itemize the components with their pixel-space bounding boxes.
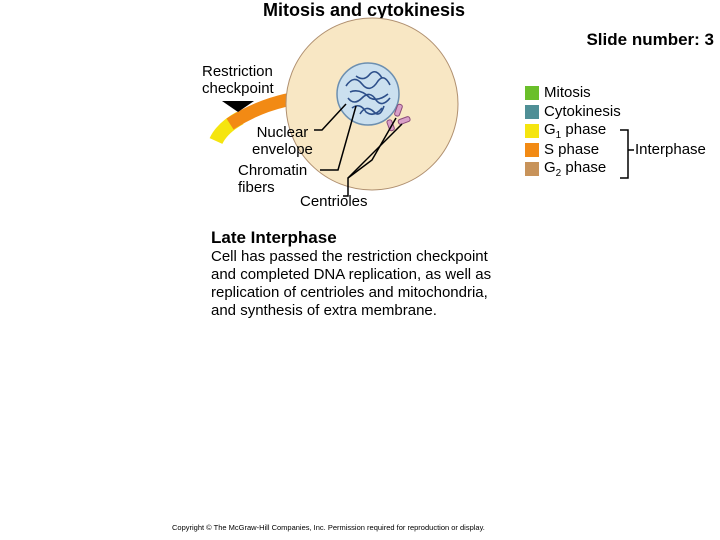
page-title: Mitosis and cytokinesis — [262, 0, 466, 20]
centriole-leader-line-2 — [347, 123, 403, 179]
caption-title: Late Interphase — [211, 228, 337, 247]
caption-body: Cell has passed the restriction checkpoi… — [211, 248, 492, 319]
slide-number: Slide number: 3 — [586, 30, 714, 49]
checkpoint-marker-icon — [222, 101, 254, 112]
nuclear-leader-line — [314, 103, 347, 131]
legend-swatch — [525, 104, 539, 119]
legend-swatch — [525, 123, 539, 138]
legend-item-g1: G1 phase — [525, 121, 621, 141]
legend-item-g2: G2 phase — [525, 159, 621, 179]
legend-swatch — [525, 85, 539, 100]
legend-item-s-phase: S phase — [525, 140, 621, 159]
chromatin-fibers-label: Chromatin fibers — [238, 162, 308, 196]
chromatin-leader-line — [320, 105, 357, 171]
chromatin-fibers — [345, 70, 391, 116]
legend-swatch — [525, 161, 539, 176]
centrioles-label: Centrioles — [300, 193, 368, 210]
legend-item-cytokinesis: Cytokinesis — [525, 102, 621, 121]
legend: Mitosis Cytokinesis G1 phase S phase G2 … — [525, 83, 621, 179]
copyright-notice: Copyright © The McGraw-Hill Companies, I… — [172, 523, 485, 532]
legend-item-mitosis: Mitosis — [525, 83, 621, 102]
legend-swatch — [525, 142, 539, 157]
centrioles — [386, 103, 411, 132]
interphase-bracket — [620, 129, 629, 179]
restriction-checkpoint-label: Restriction checkpoint — [202, 63, 274, 97]
interphase-label: Interphase — [635, 141, 706, 158]
leader-lines — [314, 103, 403, 197]
nuclear-envelope-label: Nuclear envelope — [252, 124, 313, 158]
